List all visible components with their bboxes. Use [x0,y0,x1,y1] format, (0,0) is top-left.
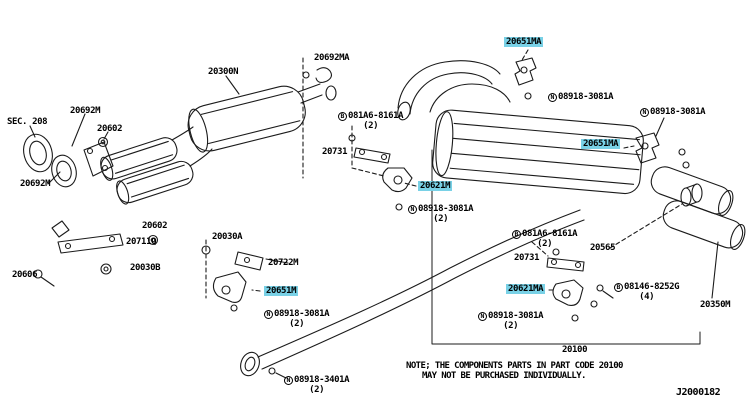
note-line-2: MAY NOT BE PURCHASED INDIVIDUALLY. [422,371,586,381]
part-number-text: 20651MA [583,139,619,149]
part-label-sec208: SEC. 208 [5,117,49,127]
part-number-text: 08918-3081A [274,309,330,320]
part-number-text: 20300N [208,67,239,77]
part-number-text: 20565 [590,243,616,253]
part-label-20565: 20565 [588,243,617,253]
diagram-id: J2000182 [676,387,721,398]
circled-n-icon: N [408,204,417,214]
part-number-text: 08918-3081A [650,107,706,118]
part-number-text: 081A6-8161A [522,229,578,240]
part-label-20651ma[interactable]: 20651MA [581,139,621,150]
circled-n-icon: N [478,311,487,321]
circled-b-icon: B [614,282,623,292]
part-number-text: 20621MA [508,284,544,294]
quantity-text: (2) [309,385,325,396]
part-number-text: 20602 [142,221,168,231]
part-label-20621m[interactable]: 20621M [418,181,453,192]
part-number-text: 20651M [266,286,297,296]
front-pipe-assembly [20,58,336,205]
circled-n-icon: N [284,375,293,385]
part-number-text: 20692MA [314,53,350,63]
part-label-20692m: 20692M [68,106,102,116]
part-label-20722m: 20722M [266,258,300,268]
quantity-text: (2) [363,121,379,132]
part-number-text: 20692M [20,179,51,189]
part-label-20692ma: 20692MA [312,53,351,63]
part-label-20100: 20100 [560,345,589,355]
part-number-text: 20711Q [126,237,157,247]
part-number-text: 08918-3081A [488,311,544,322]
part-label-20731: 20731 [512,253,541,263]
quantity-text: (2) [433,214,449,225]
part-number-text: 20350M [700,300,731,310]
part-label-20651ma[interactable]: 20651MA [504,37,544,48]
part-number-text: 081A6-8161A [348,111,404,122]
quantity-text: (2) [503,321,519,332]
circled-b-icon: B [338,111,347,121]
part-label-20350m: 20350M [698,300,732,310]
part-label-20030a: 20030A [210,232,244,242]
part-number-text: 20651MA [506,37,542,47]
part-label-20030b: 20030B [128,263,162,273]
part-label-20606: 20606 [10,270,39,280]
muffler-assembly [396,61,748,298]
center-pipe [237,210,584,378]
part-label-20602: 20602 [95,124,124,134]
part-number-text: 20030B [130,263,161,273]
circled-n-icon: N [264,309,273,319]
diagram-note: NOTE; THE COMPONENTS PARTS IN PART CODE … [406,361,623,381]
quantity-text: (2) [537,239,553,250]
part-number-text: 08146-8252G [624,282,680,293]
part-number-text: 08918-3401A [294,375,350,386]
quantity-text: (2) [289,319,305,330]
part-number-text: 20030A [212,232,243,242]
note-line-1: NOTE; THE COMPONENTS PARTS IN PART CODE … [406,361,623,371]
part-label-20300n: 20300N [206,67,240,77]
part-label-20602: 20602 [140,221,169,231]
part-number-text: 08918-3081A [558,92,614,103]
part-label-20621ma[interactable]: 20621MA [506,284,546,295]
circled-n-icon: N [640,107,649,117]
part-number-text: 20731 [322,147,348,157]
part-number-text: SEC. 208 [7,117,48,127]
part-code-20100-bracket [432,150,700,344]
part-number-text: 20100 [562,345,588,355]
part-label-20651m[interactable]: 20651M [264,286,299,297]
hanger-brackets [349,50,689,321]
lower-left-brackets [34,221,288,311]
circled-b-icon: B [512,229,521,239]
part-label-20692m: 20692M [18,179,52,189]
part-number-text: 20621M [420,181,451,191]
part-number-text: 20692M [70,106,101,116]
circled-n-icon: N [548,92,557,102]
quantity-text: (4) [639,292,655,303]
part-number-text: 20722M [268,258,299,268]
part-number-text: 20606 [12,270,38,280]
part-number-text: 08918-3081A [418,204,474,215]
part-number-text: 20602 [97,124,123,134]
part-label-20711q: 20711Q [124,237,158,247]
part-label-20731: 20731 [320,147,349,157]
part-number-text: 20731 [514,253,540,263]
